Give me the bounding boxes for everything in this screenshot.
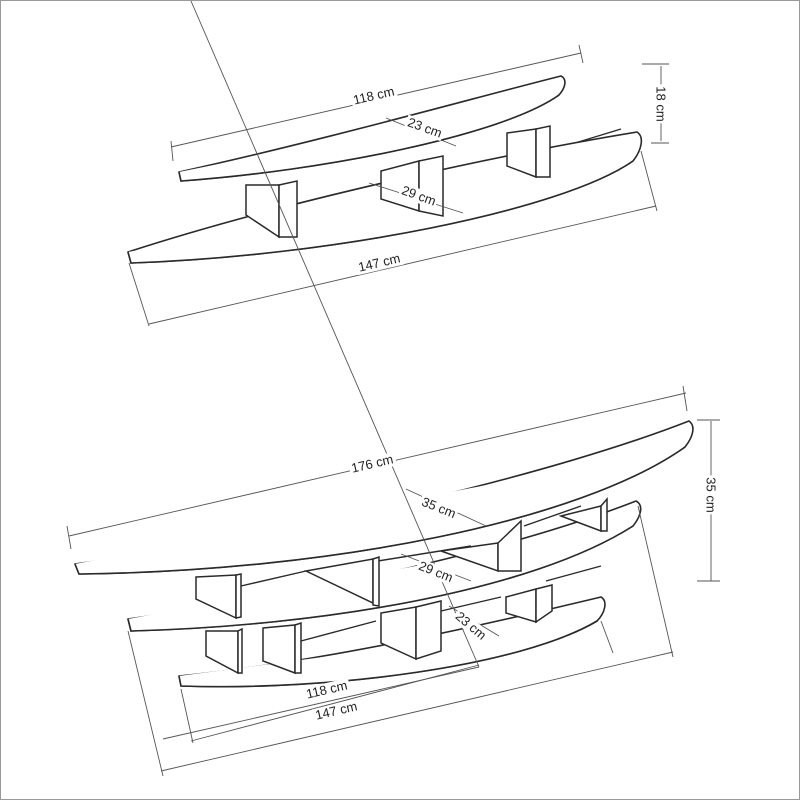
- dimension-label-height: 18 cm: [653, 84, 669, 124]
- dimension-label-height: 35 cm: [703, 475, 719, 515]
- view-three-tier: [66, 1, 720, 777]
- view-two-tier: [127, 44, 669, 327]
